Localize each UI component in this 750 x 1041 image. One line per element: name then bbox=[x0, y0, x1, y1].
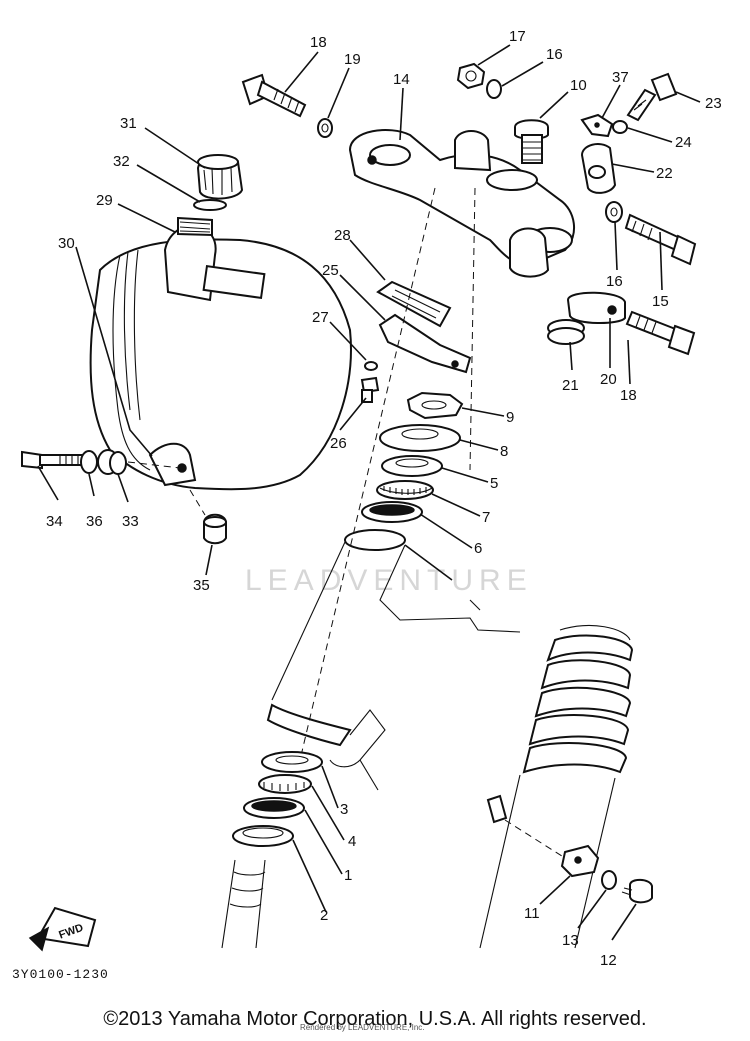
callout-33: 33 bbox=[122, 513, 139, 530]
washer-13 bbox=[601, 870, 617, 890]
ball-bearing-7 bbox=[376, 480, 434, 500]
bolt-34 bbox=[21, 450, 86, 470]
callout-37: 37 bbox=[612, 69, 629, 86]
callout-21: 21 bbox=[562, 377, 579, 394]
gasket-32 bbox=[193, 199, 227, 211]
washer-19 bbox=[317, 118, 333, 138]
grommet-35 bbox=[203, 513, 227, 545]
watermark: LEADVENTURE bbox=[245, 564, 533, 597]
bolt-18-top bbox=[241, 73, 307, 118]
callout-18: 18 bbox=[310, 34, 327, 51]
callout-14: 14 bbox=[393, 71, 410, 88]
washer-8 bbox=[379, 424, 461, 452]
callout-12: 12 bbox=[600, 952, 617, 969]
nut-17 bbox=[456, 62, 486, 90]
callout-11: 11 bbox=[524, 905, 540, 922]
number-plate-assembly bbox=[89, 216, 352, 491]
damper-21 bbox=[547, 319, 585, 345]
callout-32: 32 bbox=[113, 153, 130, 170]
washer-16-top bbox=[486, 79, 502, 99]
callout-28: 28 bbox=[334, 227, 351, 244]
callout-17: 17 bbox=[509, 28, 526, 45]
fwd-arrow-icon: FWD bbox=[28, 906, 97, 952]
seal-2 bbox=[232, 825, 294, 847]
bearing-race-1 bbox=[243, 797, 305, 819]
callout-19: 19 bbox=[344, 51, 361, 68]
bolt-18-right bbox=[625, 310, 696, 356]
callout-16: 16 bbox=[606, 273, 623, 290]
lock-plate-37 bbox=[580, 113, 614, 138]
copyright-footer: ©2013 Yamaha Motor Corporation, U.S.A. A… bbox=[103, 1008, 647, 1030]
callout-26: 26 bbox=[330, 435, 347, 452]
washer-16-right bbox=[605, 201, 623, 223]
callout-27: 27 bbox=[312, 309, 329, 326]
bolt-10 bbox=[514, 119, 549, 164]
callout-3: 3 bbox=[340, 801, 348, 818]
washer-27 bbox=[364, 361, 378, 371]
callout-35: 35 bbox=[193, 577, 210, 594]
callouts: 18 19 14 17 16 10 37 23 24 22 16 15 18 2… bbox=[46, 28, 722, 969]
callout-34: 34 bbox=[46, 513, 63, 530]
callout-8: 8 bbox=[500, 443, 508, 460]
callout-20: 20 bbox=[600, 371, 617, 388]
callout-10: 10 bbox=[570, 77, 587, 94]
washer-24 bbox=[612, 120, 628, 134]
bracket-20 bbox=[566, 291, 626, 324]
callout-16: 16 bbox=[546, 46, 563, 63]
callout-7: 7 bbox=[482, 509, 490, 526]
callout-29: 29 bbox=[96, 192, 113, 209]
cap-31 bbox=[196, 154, 244, 200]
grommet-33 bbox=[97, 449, 127, 475]
callout-5: 5 bbox=[490, 475, 498, 492]
ring-nut-9 bbox=[406, 391, 464, 420]
callout-13: 13 bbox=[562, 932, 579, 949]
callout-6: 6 bbox=[474, 540, 482, 557]
bracket-25 bbox=[378, 313, 472, 374]
ball-bearing-4 bbox=[258, 774, 312, 794]
callout-36: 36 bbox=[86, 513, 103, 530]
upper-bracket-14 bbox=[348, 129, 576, 278]
lower-stem bbox=[221, 859, 266, 949]
leader-lines bbox=[37, 44, 701, 941]
bearing-race-3 bbox=[261, 751, 323, 773]
callout-2: 2 bbox=[320, 907, 328, 924]
callout-15: 15 bbox=[652, 293, 669, 310]
callout-1: 1 bbox=[344, 867, 352, 884]
callout-31: 31 bbox=[120, 115, 137, 132]
clamp-11 bbox=[560, 844, 600, 878]
callout-9: 9 bbox=[506, 409, 514, 426]
callout-4: 4 bbox=[348, 833, 356, 850]
fork-leg bbox=[479, 624, 634, 949]
bolt-26 bbox=[360, 376, 380, 403]
bearing-race-5 bbox=[381, 455, 443, 477]
cover-28 bbox=[376, 280, 452, 328]
callout-25: 25 bbox=[322, 262, 339, 279]
leader-dash bbox=[127, 461, 181, 469]
bearing-race-6 bbox=[361, 501, 423, 523]
callout-30: 30 bbox=[58, 235, 75, 252]
callout-18: 18 bbox=[620, 387, 637, 404]
steering-stem bbox=[266, 187, 521, 791]
callout-22: 22 bbox=[656, 165, 673, 182]
callout-24: 24 bbox=[675, 134, 692, 151]
washer-36 bbox=[80, 450, 98, 474]
callout-23: 23 bbox=[705, 95, 722, 112]
bolt-15 bbox=[624, 213, 697, 266]
bolt-12 bbox=[621, 878, 653, 904]
diagram-code: 3Y0100-1230 bbox=[12, 967, 109, 982]
watermark-small: Rendered by LEADVENTURE, Inc. bbox=[300, 1023, 425, 1032]
bolt-23 bbox=[626, 72, 678, 122]
holder-22 bbox=[580, 143, 617, 194]
